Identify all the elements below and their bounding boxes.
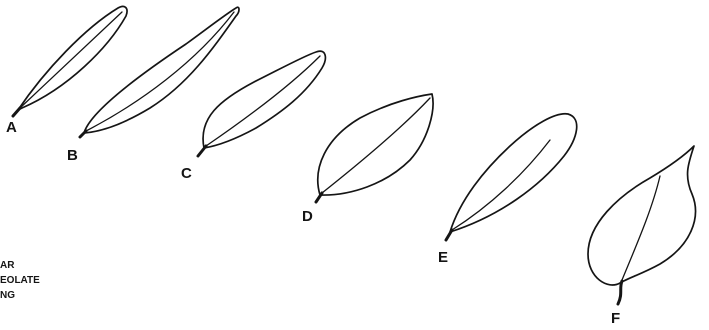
leaf-a-petiole (13, 108, 20, 116)
leaf-d-midrib (322, 98, 430, 193)
leaf-d-outline (318, 94, 433, 195)
leaf-c-petiole (198, 146, 206, 156)
leaf-a: A (6, 6, 127, 136)
leaf-f-outline (588, 146, 695, 285)
leaf-f-label: F (611, 310, 620, 327)
leaf-e-outline (450, 114, 577, 232)
legend-line-2: EOLATE (0, 275, 40, 286)
leaf-b-petiole (80, 131, 86, 137)
leaf-d: D (302, 94, 433, 225)
leaf-a-label: A (6, 119, 17, 136)
leaf-e-petiole (446, 230, 452, 240)
leaf-f: F (588, 146, 695, 327)
shape-legend: AR EOLATE NG (0, 260, 40, 301)
leaf-a-midrib (20, 12, 122, 108)
leaf-c: C (181, 51, 325, 182)
leaf-e-label: E (438, 249, 448, 266)
leaf-c-label: C (181, 165, 192, 182)
leaf-e: E (438, 114, 577, 266)
leaf-d-label: D (302, 208, 313, 225)
leaf-b-label: B (67, 147, 78, 164)
legend-line-3: NG (0, 290, 15, 301)
legend-line-1: AR (0, 260, 15, 271)
leaf-c-outline (203, 51, 325, 148)
